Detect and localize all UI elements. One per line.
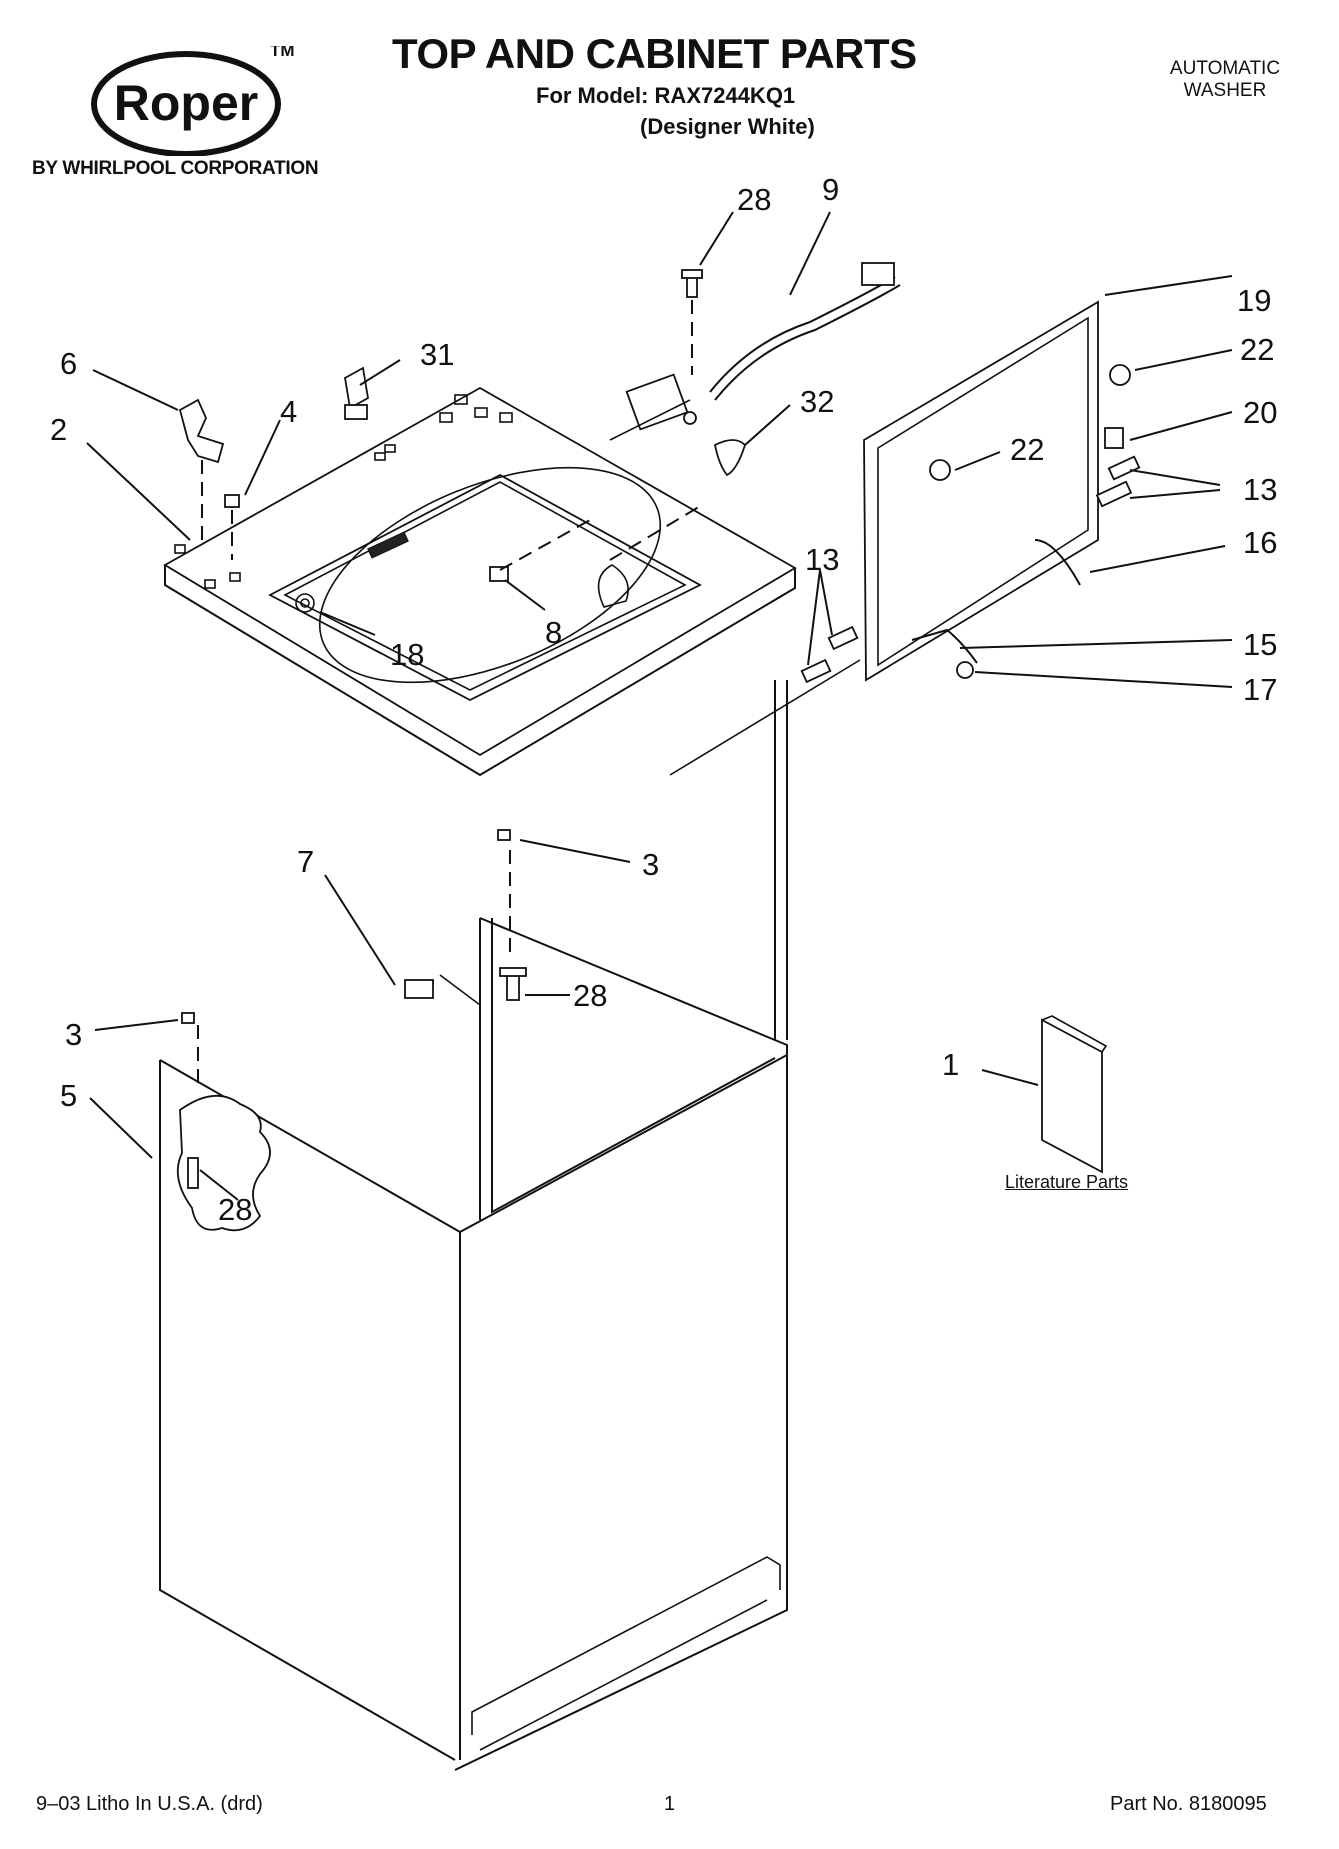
callout-28-cabinet-screw: 28 [573, 978, 607, 1013]
footer-page-number: 1 [664, 1793, 676, 1815]
callout-15-tube: 15 [1243, 627, 1277, 662]
callout-1-literature: 1 [942, 1047, 959, 1082]
callout-4-hinge-clip: 4 [280, 394, 297, 429]
callout-5-cabinet: 5 [60, 1078, 77, 1113]
callout-7-screw: 7 [297, 844, 314, 879]
assembly-lines [197, 300, 861, 1085]
footer-part-number: Part No. 8180095 [1110, 1793, 1267, 1815]
callout-18-fill-nozzle: 18 [390, 637, 424, 672]
leader-lines [86, 211, 1233, 1201]
callout-2-top-panel: 2 [50, 412, 67, 447]
callout-22-upper-button: 22 [1240, 332, 1274, 367]
callout-19-console-frame: 19 [1237, 283, 1271, 318]
small-parts [178, 262, 1141, 1174]
callout-9-wire-harness: 9 [822, 172, 839, 207]
footer-print-info: 9–03 Litho In U.S.A. (drd) [36, 1793, 263, 1815]
callout-3-left-clip: 3 [65, 1017, 82, 1052]
callout-20-switch: 20 [1243, 395, 1277, 430]
product-type-line-1: AUTOMATIC [1169, 58, 1281, 79]
callout-13-right-screws: 13 [1243, 472, 1277, 507]
roper-logo: Roper TM [91, 46, 295, 156]
page-title: TOP AND CABINET PARTS [392, 30, 917, 77]
callout-8-screw: 8 [545, 615, 562, 650]
product-type-line-2: WASHER [1183, 80, 1267, 101]
callout-labels: 28 9 19 22 6 31 2 4 32 20 22 13 16 13 8 … [50, 172, 1277, 1227]
callout-22-lower-button: 22 [1010, 432, 1044, 467]
callout-13-left-screws: 13 [805, 542, 839, 577]
trademark-mark: TM [270, 46, 295, 60]
callout-32-lid-bumper: 32 [800, 384, 834, 419]
model-variant: (Designer White) [640, 114, 815, 139]
callout-3-top-clip: 3 [642, 847, 659, 882]
literature-parts-label: Literature Parts [1005, 1172, 1129, 1192]
callout-31-bracket: 31 [420, 337, 454, 372]
cabinet [159, 680, 788, 1771]
product-type: AUTOMATIC WASHER [1160, 58, 1290, 102]
callout-17-connector: 17 [1243, 672, 1277, 707]
model-number: For Model: RAX7244KQ1 [536, 83, 796, 108]
callout-16-hose: 16 [1243, 525, 1277, 560]
top-panel [163, 386, 797, 777]
control-console-frame [863, 300, 1099, 682]
callout-28-cutaway-screw: 28 [218, 1192, 252, 1227]
callout-6-clip: 6 [60, 346, 77, 381]
brand-name: Roper [114, 75, 258, 131]
callout-28-harness-screw: 28 [737, 182, 771, 217]
brand-subtitle: BY WHIRLPOOL CORPORATION [32, 158, 319, 179]
